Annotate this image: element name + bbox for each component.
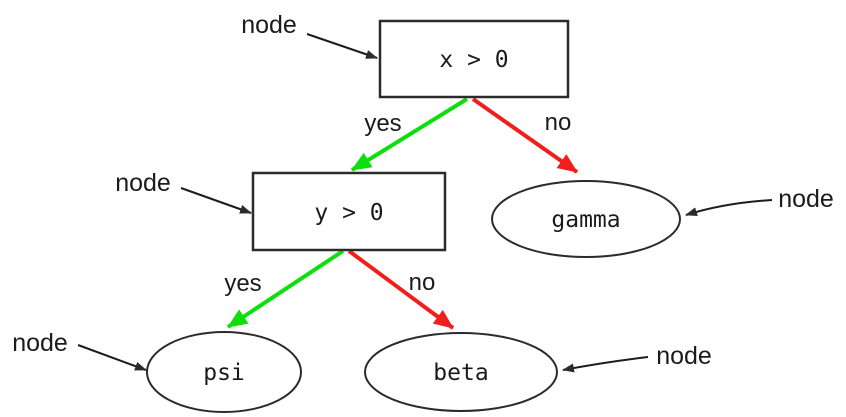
annotation-arrow-psi [77,344,147,371]
edge-root-yes [350,97,469,172]
node-psi-label: psi [203,360,245,386]
annotation-arrow-root [306,33,378,59]
node-beta-ellipse [364,332,558,412]
annotation-label-root: node [241,11,297,39]
node-root-rect [378,19,570,99]
edge-left-no [347,249,455,330]
edge-label-left-yes: yes [224,270,261,297]
edge-label-left-no: no [409,269,436,296]
edge-root-no [471,97,579,174]
node-gamma-label: gamma [551,207,620,233]
edge-label-root-no: no [545,109,572,136]
annotation-label-beta: node [656,342,712,370]
annotation-label-psi: node [12,329,68,357]
annotation-arrow-beta [562,356,649,373]
node-psi-ellipse [146,331,302,413]
node-left-label: y > 0 [314,200,383,226]
edge-left-yes [226,249,345,329]
node-left-rect [251,171,447,252]
node-gamma-ellipse [491,180,681,258]
edge-label-root-yes: yes [364,110,401,137]
annotation-label-left: node [115,169,171,197]
node-beta-label: beta [433,360,488,386]
node-root-label: x > 0 [439,47,508,73]
annotation-label-gamma: node [778,185,834,213]
annotation-arrow-gamma [685,199,773,216]
annotation-arrow-left [180,187,252,214]
